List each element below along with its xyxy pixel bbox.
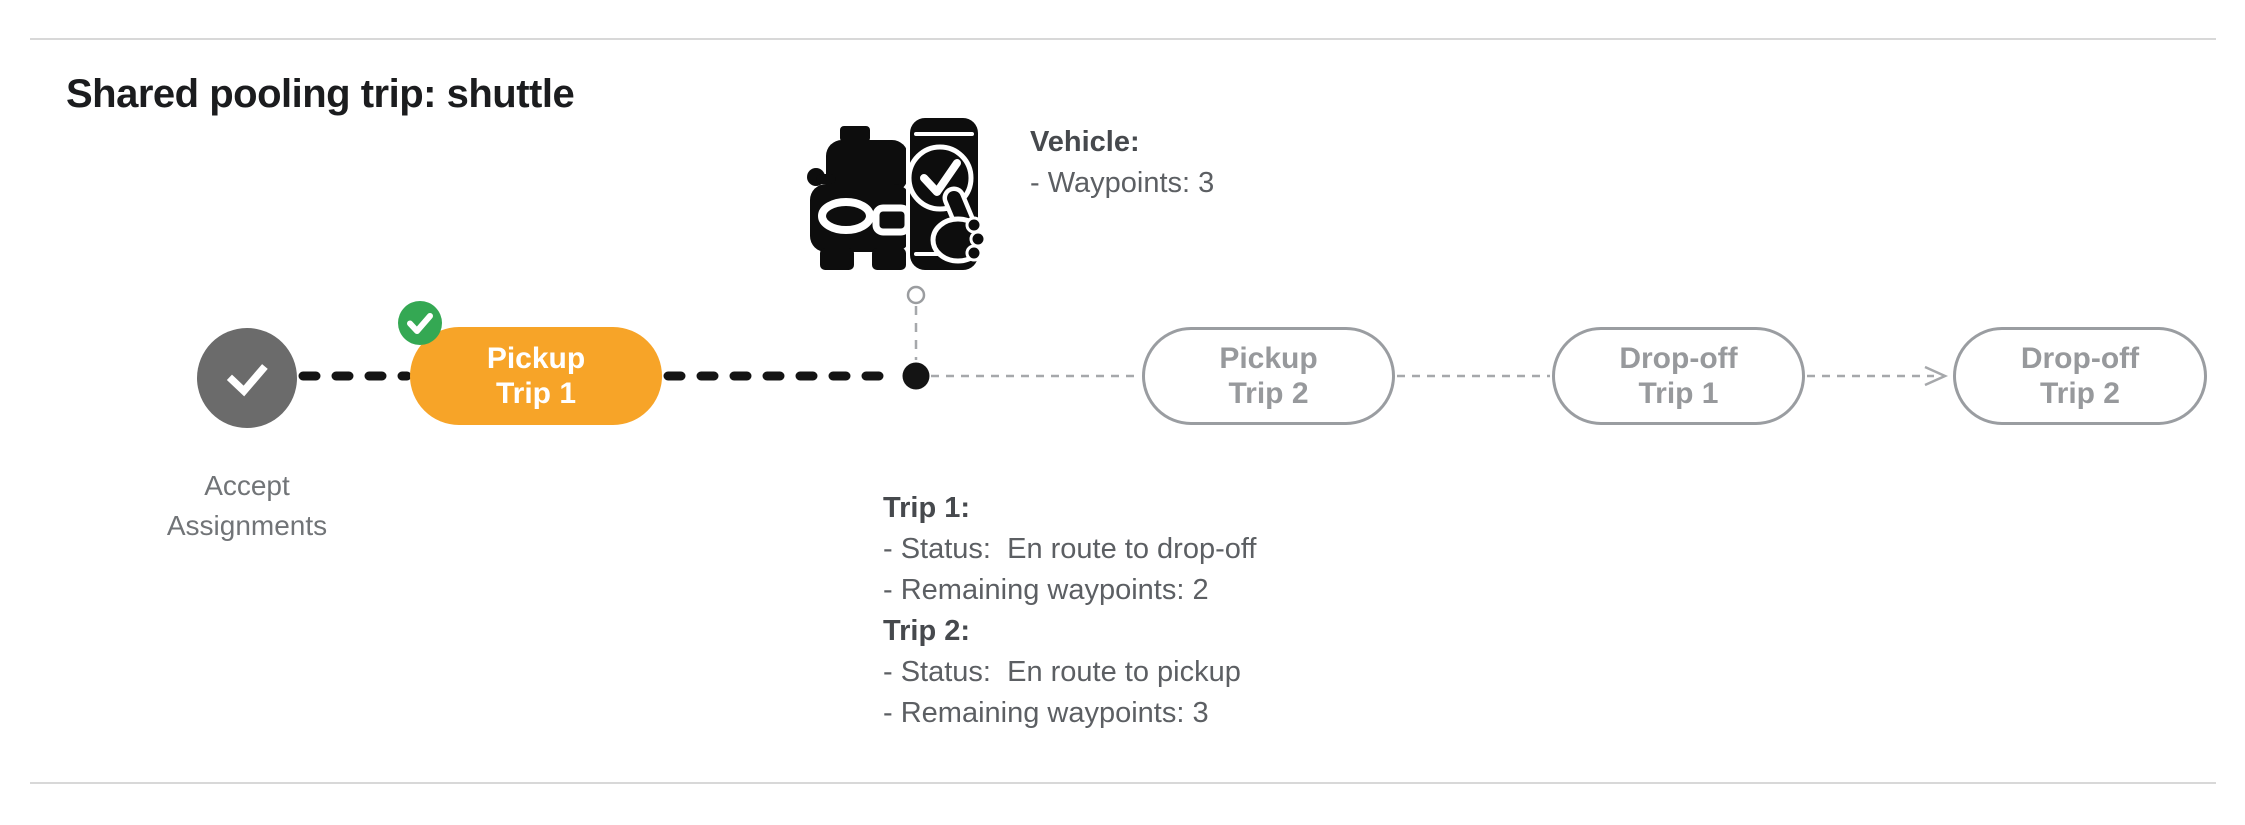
trip1-waypoints-line: - Remaining waypoints: 2 [883, 574, 1209, 606]
car-phone-check-icon [807, 114, 984, 274]
trip2-heading: Trip 2: [883, 615, 971, 647]
trip-info-block: Trip 1: - Status: En route to drop-off -… [883, 488, 1256, 734]
top-divider [30, 38, 2216, 40]
vehicle-info-heading: Vehicle: [1030, 126, 1140, 158]
accept-assignments-label: Accept Assignments [166, 470, 328, 541]
trip1-heading: Trip 1: [883, 492, 971, 524]
stage-dropoff-trip-1: Drop-off Trip 1 [1552, 327, 1805, 425]
check-icon [407, 313, 433, 334]
bottom-divider [30, 782, 2216, 784]
vehicle-info-line: - Waypoints: 3 [1030, 167, 1215, 199]
check-circle-icon [226, 364, 268, 397]
vehicle-info-block: Vehicle: - Waypoints: 3 [1030, 122, 1214, 204]
trip1-status-line: - Status: En route to drop-off [883, 533, 1257, 565]
stage-dropoff-trip-2: Drop-off Trip 2 [1953, 327, 2207, 425]
page-title: Shared pooling trip: shuttle [66, 72, 575, 116]
stage-pickup-trip-2: Pickup Trip 2 [1142, 327, 1395, 425]
small-ring-icon [906, 285, 926, 305]
trip2-status-line: - Status: En route to pickup [883, 656, 1241, 688]
arrow-right-icon [1924, 365, 1949, 387]
stage-label: Pickup Trip 2 [1219, 342, 1318, 410]
stage-label: Drop-off Trip 1 [1619, 342, 1738, 410]
filled-dot-icon [902, 362, 930, 390]
accept-assignments-node [197, 328, 297, 428]
stage-pickup-trip-1: Pickup Trip 1 [410, 327, 662, 425]
stage-label: Pickup Trip 1 [486, 342, 586, 410]
trip2-waypoints-line: - Remaining waypoints: 3 [883, 697, 1209, 729]
check-badge-icon [398, 301, 442, 345]
stage-label: Drop-off Trip 2 [2020, 342, 2140, 410]
